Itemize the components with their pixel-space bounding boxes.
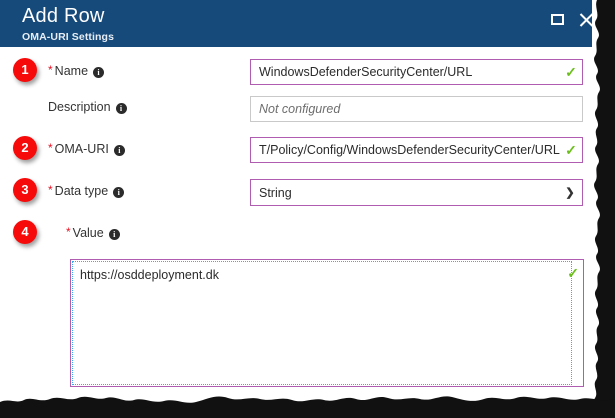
callout-badge-4: 4 (13, 220, 37, 244)
callout-badge-1: 1 (13, 58, 37, 82)
datatype-selected-value: String (259, 185, 292, 200)
omauri-label-text: OMA-URI (54, 142, 109, 156)
callout-badge-3: 3 (13, 178, 37, 202)
datatype-label-text: Data type (54, 184, 109, 198)
info-icon[interactable]: i (113, 145, 125, 156)
valid-check-icon: ✓ (565, 142, 577, 158)
info-icon[interactable]: i (115, 103, 127, 114)
description-label-text: Description (48, 100, 111, 114)
valid-check-icon: ✓ (565, 64, 577, 80)
name-input[interactable]: WindowsDefenderSecurityCenter/URL ✓ (250, 59, 583, 85)
datatype-label: *Data type i (48, 183, 125, 198)
value-textarea-text: https://osddeployment.dk (80, 268, 219, 282)
page-title: Add Row (22, 5, 105, 27)
close-icon[interactable] (578, 10, 592, 30)
page-subtitle: OMA-URI Settings (22, 31, 115, 43)
omauri-label: *OMA-URI i (48, 141, 125, 156)
info-icon[interactable]: i (113, 187, 125, 198)
callout-badge-2: 2 (13, 136, 37, 160)
omauri-input-value: T/Policy/Config/WindowsDefenderSecurityC… (259, 143, 560, 157)
datatype-required-marker: * (48, 183, 53, 197)
name-required-marker: * (48, 63, 53, 77)
description-input-placeholder: Not configured (259, 102, 341, 116)
omauri-required-marker: * (48, 141, 53, 155)
omauri-input[interactable]: T/Policy/Config/WindowsDefenderSecurityC… (250, 137, 583, 163)
value-label-text: Value (72, 226, 104, 240)
value-textarea[interactable]: https://osddeployment.dk ✓ (70, 259, 584, 387)
description-label: Description i (48, 100, 127, 114)
description-input[interactable]: Not configured (250, 96, 583, 122)
value-textarea-focus-outline (72, 261, 572, 385)
name-input-value: WindowsDefenderSecurityCenter/URL (259, 65, 473, 79)
info-icon[interactable]: i (93, 67, 105, 78)
name-label-text: Name (54, 64, 89, 78)
datatype-select[interactable]: String ❯ (250, 179, 583, 206)
value-required-marker: * (66, 225, 71, 239)
blade-titlebar: Add Row OMA-URI Settings (0, 0, 592, 47)
chevron-down-icon[interactable]: ❯ (565, 187, 575, 199)
info-icon[interactable]: i (108, 229, 120, 240)
maximize-icon[interactable] (549, 10, 569, 30)
valid-check-icon: ✓ (567, 265, 579, 281)
